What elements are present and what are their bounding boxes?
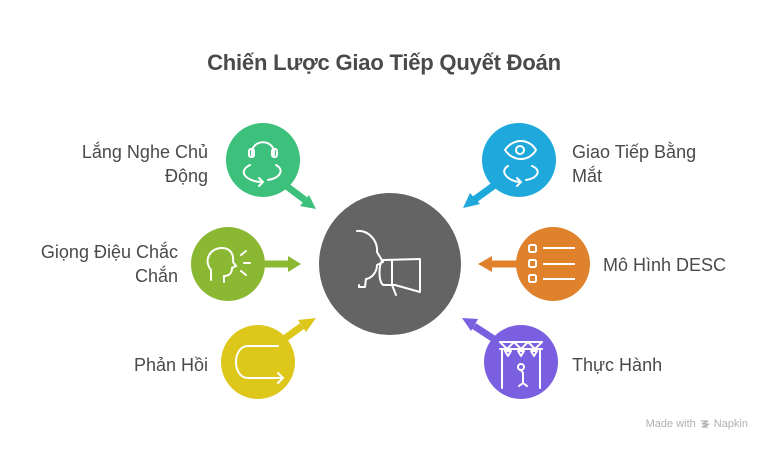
- headphones-person-icon: [242, 141, 282, 187]
- napkin-brand-text: Napkin: [713, 418, 748, 430]
- node-eye-contact: [463, 123, 556, 208]
- label-line: Chắn: [134, 266, 178, 286]
- label-active-listening: Lắng Nghe Chủ Động: [82, 140, 208, 188]
- label-confident-tone: Giọng Điệu Chắc Chắn: [41, 240, 178, 288]
- diagram-title: Chiến Lược Giao Tiếp Quyết Đoán: [207, 50, 561, 75]
- label-line: Mắt: [572, 166, 603, 186]
- speaking-head-icon: [206, 246, 251, 283]
- label-line: Lắng Nghe Chủ: [81, 142, 208, 162]
- stage-microphone-icon: [499, 341, 543, 389]
- checklist-icon: [528, 244, 575, 283]
- made-with-text: Made with: [645, 418, 696, 430]
- label-line: Giao Tiếp Bằng: [572, 142, 697, 162]
- person-megaphone-icon: [356, 229, 421, 296]
- label-line: Thực Hành: [572, 355, 663, 375]
- label-desc-model: Mô Hình DESC: [603, 253, 726, 277]
- label-line: Mô Hình DESC: [603, 255, 727, 275]
- label-eye-contact: Giao Tiếp Bằng Mắt: [572, 140, 696, 188]
- eye-rotate-icon: [503, 140, 539, 187]
- label-line: Phản Hồi: [133, 355, 208, 375]
- node-practice: [462, 318, 558, 399]
- label-feedback: Phản Hồi: [134, 353, 208, 377]
- center-node: [319, 193, 461, 335]
- node-desc-model: [478, 227, 590, 301]
- label-line: Động: [164, 166, 208, 186]
- node-feedback: [221, 318, 316, 399]
- node-confident-tone: [191, 227, 301, 301]
- node-active-listening: [226, 123, 316, 209]
- napkin-logo-icon: [700, 420, 710, 428]
- u-turn-arrow-icon: [235, 345, 284, 384]
- label-practice: Thực Hành: [572, 353, 662, 377]
- label-line: Giọng Điệu Chắc: [40, 242, 178, 262]
- made-with-napkin[interactable]: Made with Napkin: [646, 418, 748, 430]
